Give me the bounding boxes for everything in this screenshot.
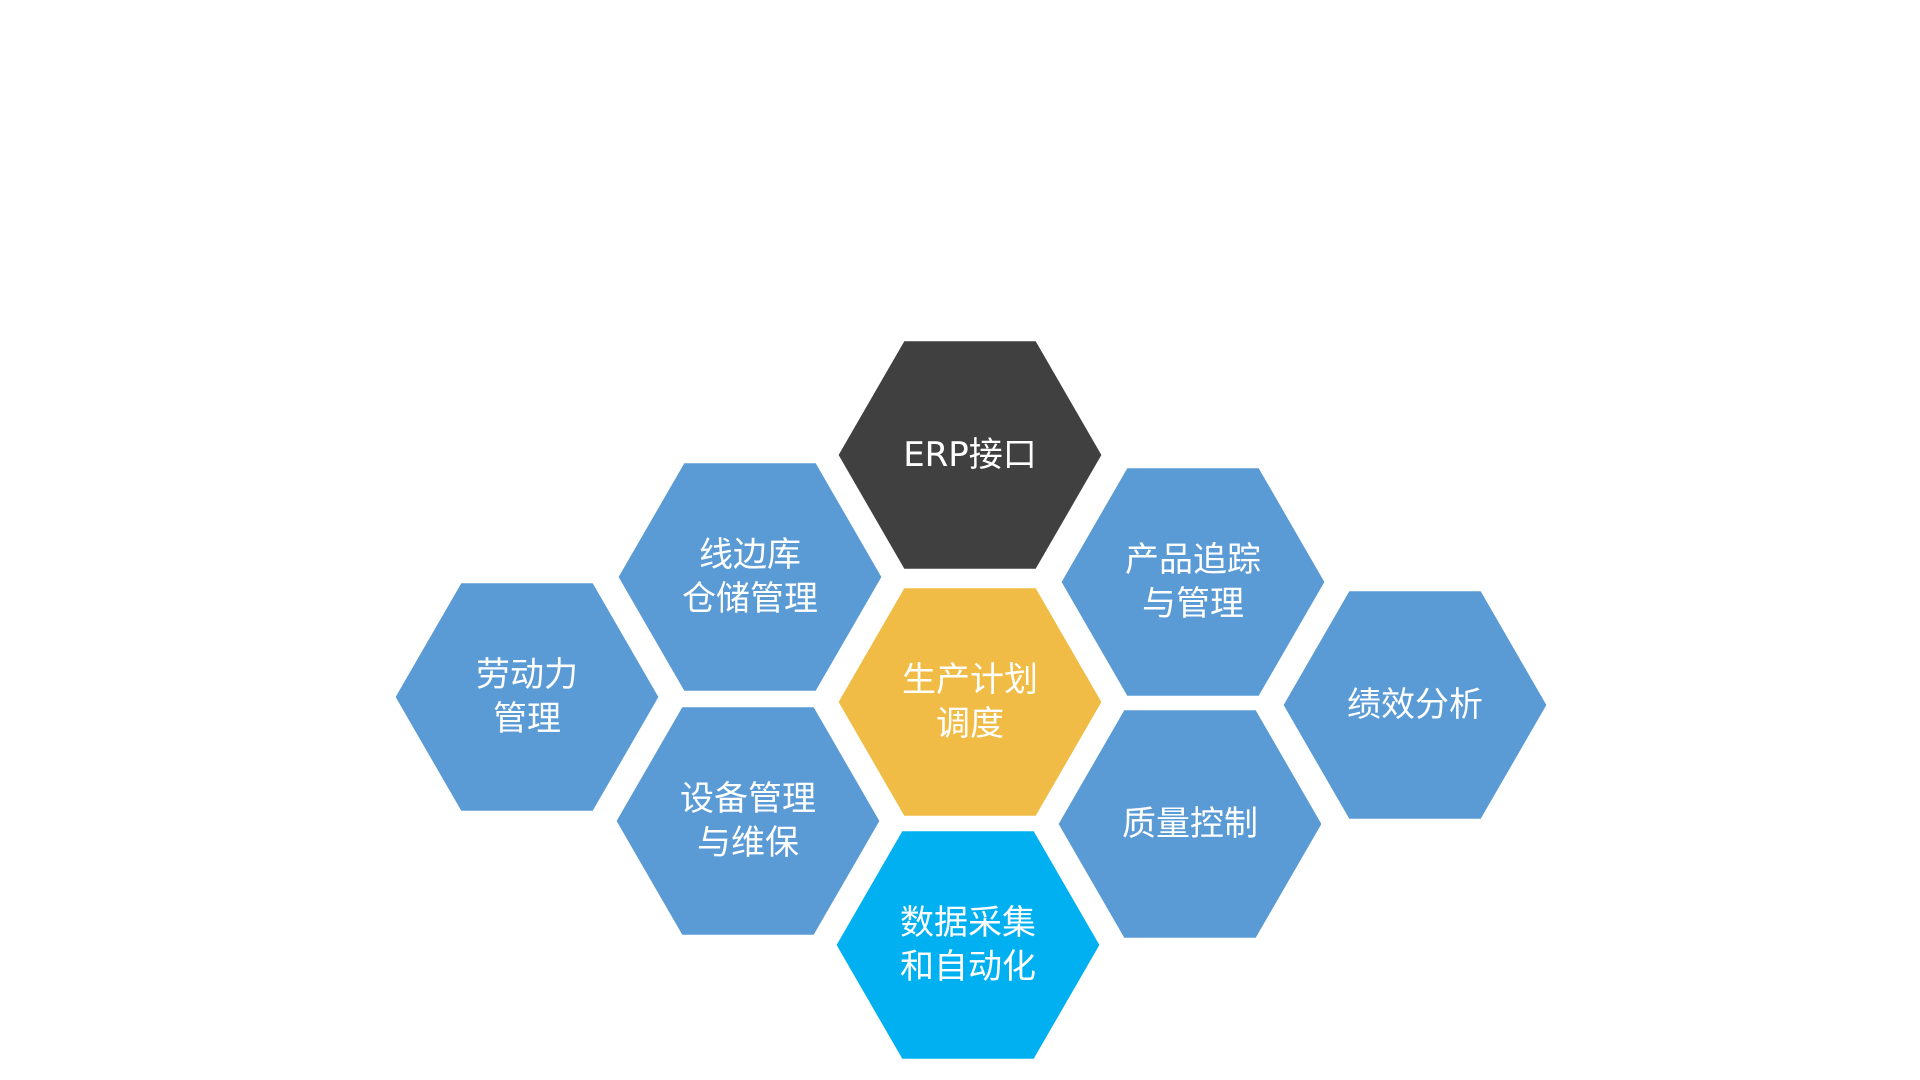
hexagon-production-scheduling: [829, 580, 1111, 824]
hexagon-shape: [609, 455, 891, 699]
hexagon-shape: [1274, 583, 1556, 827]
hexagon-equipment-maintenance: [607, 699, 889, 943]
hexagon-shape: [607, 699, 889, 943]
hexagon-line-side-warehouse: [609, 455, 891, 699]
hexagon-shape: [386, 575, 668, 819]
hexagon-product-tracking: [1052, 460, 1334, 704]
hexagon-shape: [1049, 702, 1331, 946]
hexagon-quality-control: [1049, 702, 1331, 946]
hexagon-erp-interface: [829, 333, 1111, 577]
hexagon-shape: [1052, 460, 1334, 704]
hexagon-performance-analysis: [1274, 583, 1556, 827]
hexagon-shape: [827, 823, 1109, 1067]
hexagon-shape: [829, 333, 1111, 577]
hexagon-data-collection-automation: [827, 823, 1109, 1067]
hexagon-shape: [829, 580, 1111, 824]
hexagon-labor-management: [386, 575, 668, 819]
